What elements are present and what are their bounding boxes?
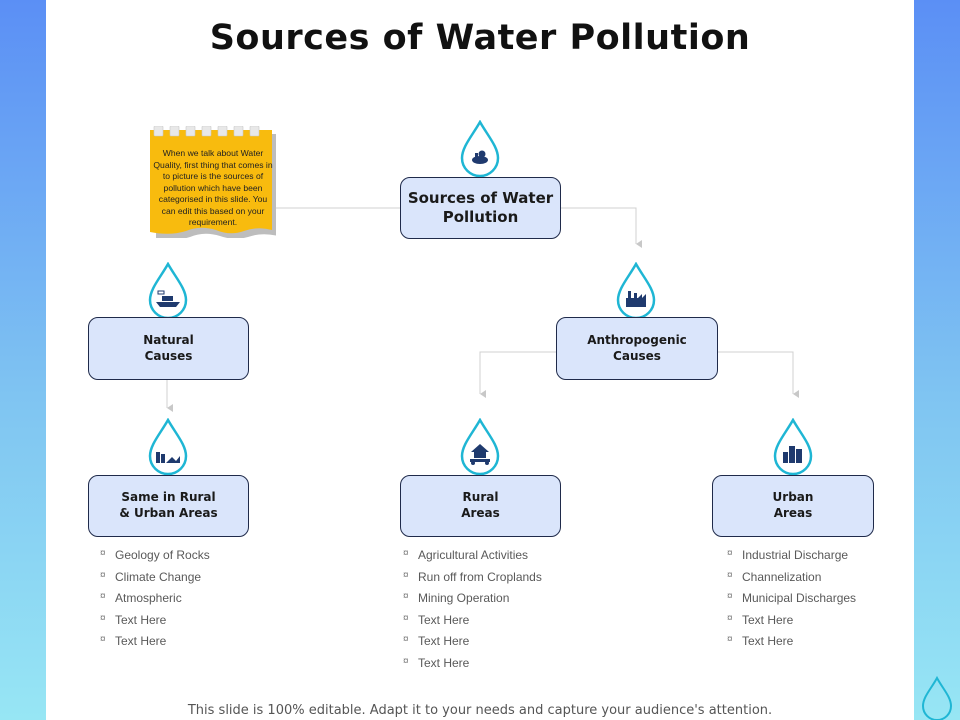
list-item-text: Text Here (115, 612, 167, 627)
water-pollution-icon (472, 150, 488, 164)
farmhouse-icon (470, 444, 490, 465)
list-item: ¤ Climate Change (100, 570, 210, 592)
water-drop-icon (616, 262, 656, 320)
same-areas-list: ¤ Geology of Rocks ¤ Climate Change ¤ Atmosph… (100, 548, 210, 656)
anthropogenic-to-rural-arrow (479, 351, 556, 398)
list-item: ¤ Industrial Discharge (727, 548, 856, 570)
bullet-marker: ¤ (100, 612, 106, 624)
list-item: ¤ Atmospheric (100, 591, 210, 613)
list-item-text: Municipal Discharges (742, 591, 857, 606)
water-drop-icon (148, 418, 188, 476)
list-item: ¤ Text Here (403, 656, 542, 678)
note-text: When we talk about Water Quality, first … (153, 148, 273, 227)
list-item-text: Mining Operation (418, 591, 510, 606)
rural-areas-list: ¤ Agricultural Activities ¤ Run off from Cr… (403, 548, 542, 678)
list-item: ¤ Mining Operation (403, 591, 542, 613)
connector-lines (166, 207, 799, 412)
node-anthropogenic-causes: Anthropogenic Causes (556, 317, 718, 380)
list-item-text: Run off from Croplands (418, 569, 542, 584)
bullet-marker: ¤ (727, 569, 733, 581)
bullet-marker: ¤ (727, 548, 733, 559)
list-item-text: Channelization (742, 569, 822, 584)
list-item-text: Atmospheric (115, 591, 182, 606)
water-drop-icon (460, 120, 500, 178)
list-item-text: Text Here (115, 634, 167, 649)
anthropogenic-to-urban-arrow (718, 351, 799, 398)
node-urban-areas: Urban Areas (712, 475, 874, 537)
bullet-marker: ¤ (100, 548, 106, 559)
node-rural-areas: Rural Areas (400, 475, 561, 537)
list-item: ¤ Text Here (727, 634, 856, 656)
city-buildings-icon (783, 446, 802, 463)
bullet-marker: ¤ (100, 634, 106, 646)
bullet-marker: ¤ (403, 548, 409, 559)
bullet-marker: ¤ (727, 612, 733, 624)
list-item: ¤ Geology of Rocks (100, 548, 210, 570)
node-same-in-rural-urban: Same in Rural & Urban Areas (88, 475, 249, 537)
landscape-icon (156, 452, 180, 463)
list-item-text: Text Here (418, 612, 470, 627)
water-drop-icon (460, 418, 500, 476)
bullet-marker: ¤ (403, 634, 409, 646)
list-item-text: Text Here (418, 634, 470, 649)
list-item-text: Text Here (418, 655, 470, 670)
slide: Sources of Water Pollution When (46, 0, 914, 720)
root-to-anthropogenic-arrow (560, 207, 642, 248)
list-item: ¤ Text Here (403, 613, 542, 635)
bullet-marker: ¤ (403, 612, 409, 624)
urban-areas-list: ¤ Industrial Discharge ¤ Channelization ¤ Mun… (727, 548, 856, 656)
list-item-text: Text Here (742, 612, 794, 627)
water-drop-icon (148, 262, 188, 320)
list-item: ¤ Municipal Discharges (727, 591, 856, 613)
list-item-text: Climate Change (115, 569, 202, 584)
list-item-text: Industrial Discharge (742, 548, 849, 562)
bullet-marker: ¤ (100, 591, 106, 603)
list-item: ¤ Text Here (403, 634, 542, 656)
list-item: ¤ Text Here (727, 613, 856, 635)
bullet-marker: ¤ (403, 569, 409, 581)
bullet-marker: ¤ (727, 591, 733, 603)
list-item-text: Geology of Rocks (115, 548, 210, 562)
list-item: ¤ Channelization (727, 570, 856, 592)
node-natural-causes: Natural Causes (88, 317, 249, 380)
boat-icon (156, 290, 180, 307)
list-item: ¤ Text Here (100, 634, 210, 656)
bullet-marker: ¤ (403, 655, 409, 667)
water-drop-icon (773, 418, 813, 476)
list-item-text: Text Here (742, 634, 794, 649)
factory-icon (626, 291, 646, 307)
list-item-text: Agricultural Activities (418, 548, 529, 562)
list-item: ¤ Text Here (100, 613, 210, 635)
slide-title: Sources of Water Pollution (209, 18, 751, 58)
footer-caption: This slide is 100% editable. Adapt it to… (187, 703, 773, 718)
sticky-note (150, 126, 276, 238)
list-item: ¤ Agricultural Activities (403, 548, 542, 570)
corner-water-drop-icon (921, 676, 953, 720)
bullet-marker: ¤ (100, 569, 106, 581)
bullet-marker: ¤ (403, 591, 409, 603)
node-sources-of-water-pollution: Sources of Water Pollution (400, 177, 561, 239)
bullet-marker: ¤ (727, 634, 733, 646)
list-item: ¤ Run off from Croplands (403, 570, 542, 592)
